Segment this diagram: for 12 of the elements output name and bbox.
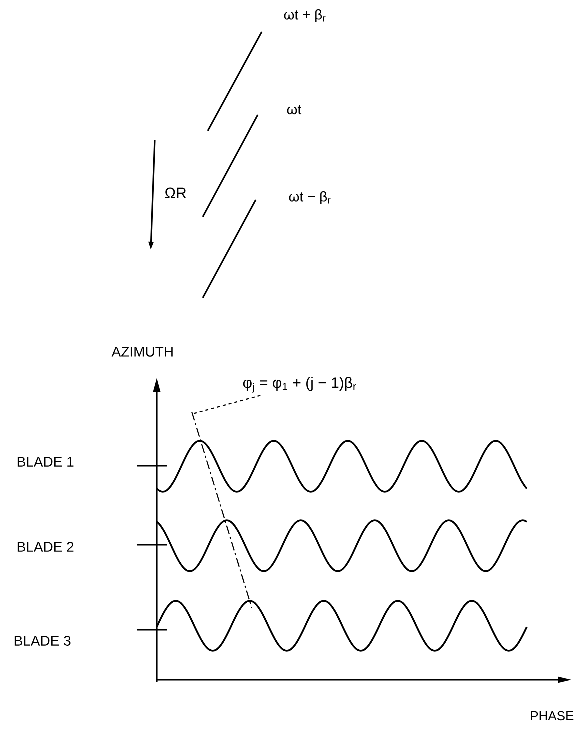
speed-label: ΩR: [165, 188, 186, 198]
formula-label: φ$_{j}$ = φ$_{1}$ + (j − 1)β$_{r}$: [243, 377, 356, 393]
phase-label: ωt: [287, 105, 302, 115]
phase-label: ωt − β$_{r}$: [289, 191, 331, 205]
leader-line: [194, 395, 261, 414]
axis-label: AZIMUTH: [112, 347, 173, 357]
blade-label: BLADE 2: [18, 542, 74, 552]
blade-label: BLADE 1: [18, 457, 74, 467]
phase-label: ωt + β$_{r}$: [284, 9, 326, 23]
blade-label: BLADE 3: [14, 636, 71, 646]
axis-label: PHASE: [531, 711, 574, 721]
phase-line: [191, 412, 253, 608]
